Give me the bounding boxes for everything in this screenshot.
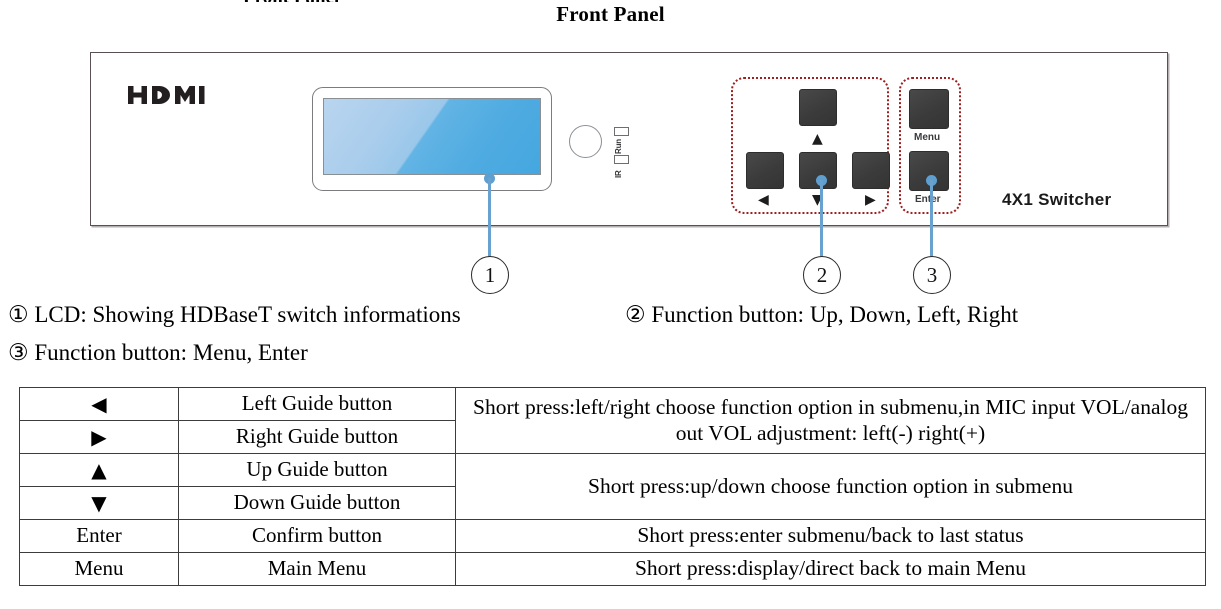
clipped-heading-above: Front Panel [243, 0, 353, 2]
right-arrow-icon: ▶ [865, 192, 876, 208]
key-name-cell: Confirm button [178, 519, 456, 553]
left-arrow-icon: ◀ [758, 192, 769, 208]
page-title: Front Panel [556, 2, 665, 26]
key-description-cell: Short press:display/direct back to main … [455, 552, 1206, 586]
table-row: ▼Down Guide button [19, 486, 1206, 520]
up-arrow-icon: ▲ [812, 131, 823, 147]
key-name-cell: Right Guide button [178, 420, 456, 454]
right-button[interactable] [852, 152, 890, 189]
ir-knob[interactable] [569, 125, 602, 158]
ir-led-icon [614, 155, 629, 164]
direction-button-group-highlight [731, 77, 889, 214]
callout-1-marker: 1 [471, 256, 509, 294]
run-led-icon [614, 127, 629, 136]
key-name-cell: Down Guide button [178, 486, 456, 520]
key-name-cell: Up Guide button [178, 453, 456, 487]
hdmi-logo-icon [128, 82, 234, 108]
run-led-label: Run [614, 139, 623, 154]
menu-button[interactable] [909, 89, 949, 129]
callout-3-leader-line [930, 180, 933, 260]
key-cell: Enter [19, 519, 179, 553]
down-arrow-icon: ▼ [812, 192, 823, 208]
legend-item-menu-enter: ③ Function button: Menu, Enter [8, 340, 308, 365]
key-cell: ◀ [19, 387, 179, 421]
legend-item-directions: ② Function button: Up, Down, Left, Right [625, 302, 1019, 327]
lcd-bezel [312, 87, 552, 191]
lcd-screen [323, 98, 541, 175]
key-name-cell: Left Guide button [178, 387, 456, 421]
key-cell: ▼ [19, 486, 179, 520]
key-description-cell: Short press:left/right choose function o… [455, 387, 1206, 454]
key-name-cell: Main Menu [178, 552, 456, 586]
key-cell: ▲ [19, 453, 179, 487]
callout-2-leader-line [820, 180, 823, 260]
callout-2-marker: 2 [803, 256, 841, 294]
key-description-cell: Short press:enter submenu/back to last s… [455, 519, 1206, 553]
device-front-panel: Run IR ▲ ◀ ▼ ▶ Menu Enter 4X1 Switcher [90, 52, 1168, 226]
up-button[interactable] [799, 89, 837, 126]
ir-led-label: IR [614, 170, 623, 178]
callout-1-leader-line [488, 178, 491, 260]
model-name-label: 4X1 Switcher [1002, 190, 1112, 209]
left-button[interactable] [746, 152, 784, 189]
callout-3-marker: 3 [913, 256, 951, 294]
key-description-cell: Short press:up/down choose function opti… [455, 453, 1206, 520]
key-cell: ▶ [19, 420, 179, 454]
menu-button-label: Menu [914, 132, 941, 143]
key-cell: Menu [19, 552, 179, 586]
legend-item-lcd: ① LCD: Showing HDBaseT switch informatio… [8, 302, 461, 327]
enter-button-label: Enter [915, 194, 941, 205]
